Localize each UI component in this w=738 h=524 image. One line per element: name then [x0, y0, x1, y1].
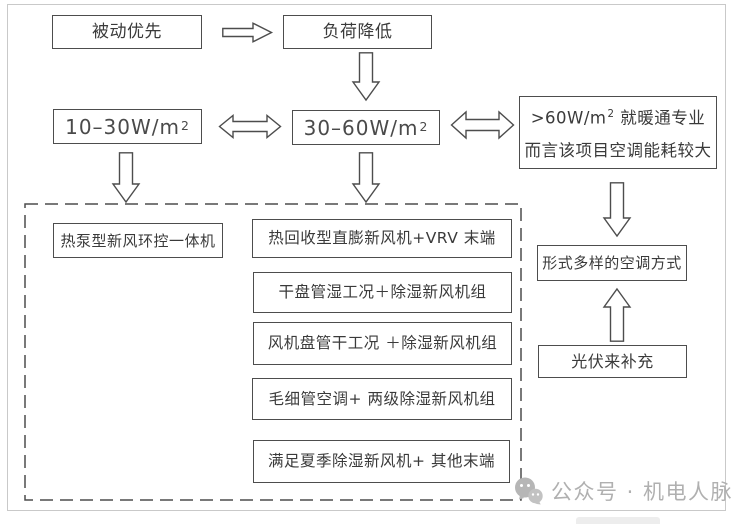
- diverse-ac-box: 形式多样的空调方式: [537, 245, 687, 281]
- wechat-icon: [515, 477, 543, 505]
- solution-label-5: 满足夏季除湿新风机+ 其他末端: [268, 452, 495, 471]
- range-low-label: 10–30W/m: [65, 114, 180, 139]
- solution-box-4: 毛细管空调+ 两级除湿新风机组: [252, 378, 512, 420]
- range-mid-superscript: 2: [419, 119, 429, 135]
- double-arrow-low-mid: [218, 114, 282, 139]
- range-high-note-line1: 就暖通专业: [614, 108, 706, 128]
- range-high-value: >60W/m: [530, 108, 607, 128]
- right-arrow: [222, 22, 274, 43]
- range-low-superscript: 2: [181, 118, 190, 134]
- down-arrow-low: [111, 152, 141, 204]
- watermark: 公众号 · 机电人脉: [514, 476, 733, 506]
- solution-box-5: 满足夏季除湿新风机+ 其他末端: [253, 440, 510, 483]
- heatpump-unit-label: 热泵型新风环控一体机: [60, 231, 216, 250]
- range-high-box: >60W/m2 就暖通专业 而言该项目空调能耗较大: [519, 96, 717, 169]
- diverse-ac-label: 形式多样的空调方式: [542, 254, 682, 272]
- down-arrow-load: [351, 52, 381, 102]
- load-reduction-box: 负荷降低: [283, 15, 432, 49]
- solution-label-4: 毛细管空调+ 两级除湿新风机组: [268, 389, 496, 408]
- solution-label-2: 干盘管湿工况＋除湿新风机组: [278, 283, 487, 302]
- dashed-group-border: [24, 203, 522, 501]
- partial-watermark: [576, 517, 660, 524]
- load-reduction-label: 负荷降低: [322, 21, 393, 42]
- range-high-superscript: 2: [607, 108, 615, 120]
- down-arrow-mid: [351, 152, 381, 204]
- pv-supplement-box: 光伏来补充: [538, 345, 687, 378]
- heatpump-unit-box: 热泵型新风环控一体机: [53, 223, 223, 258]
- solution-label-1: 热回收型直膨新风机+VRV 末端: [268, 229, 496, 248]
- passive-priority-label: 被动优先: [92, 21, 162, 42]
- watermark-text: 公众号 · 机电人脉: [551, 480, 734, 504]
- range-mid-label: 30–60W/m: [303, 115, 419, 140]
- solution-label-3: 风机盘管干工况 ＋除湿新风机组: [267, 334, 498, 353]
- solution-box-2: 干盘管湿工况＋除湿新风机组: [253, 272, 512, 313]
- passive-priority-box: 被动优先: [52, 15, 202, 49]
- range-high-text: >60W/m2 就暖通专业 而言该项目空调能耗较大: [525, 98, 712, 168]
- solution-box-3: 风机盘管干工况 ＋除湿新风机组: [253, 322, 512, 365]
- double-arrow-mid-high: [450, 110, 515, 140]
- pv-supplement-label: 光伏来补充: [571, 351, 654, 371]
- up-arrow-pv: [602, 287, 632, 342]
- range-high-note-line2: 而言该项目空调能耗较大: [524, 141, 712, 161]
- solution-box-1: 热回收型直膨新风机+VRV 末端: [252, 219, 512, 258]
- down-arrow-high: [602, 182, 632, 238]
